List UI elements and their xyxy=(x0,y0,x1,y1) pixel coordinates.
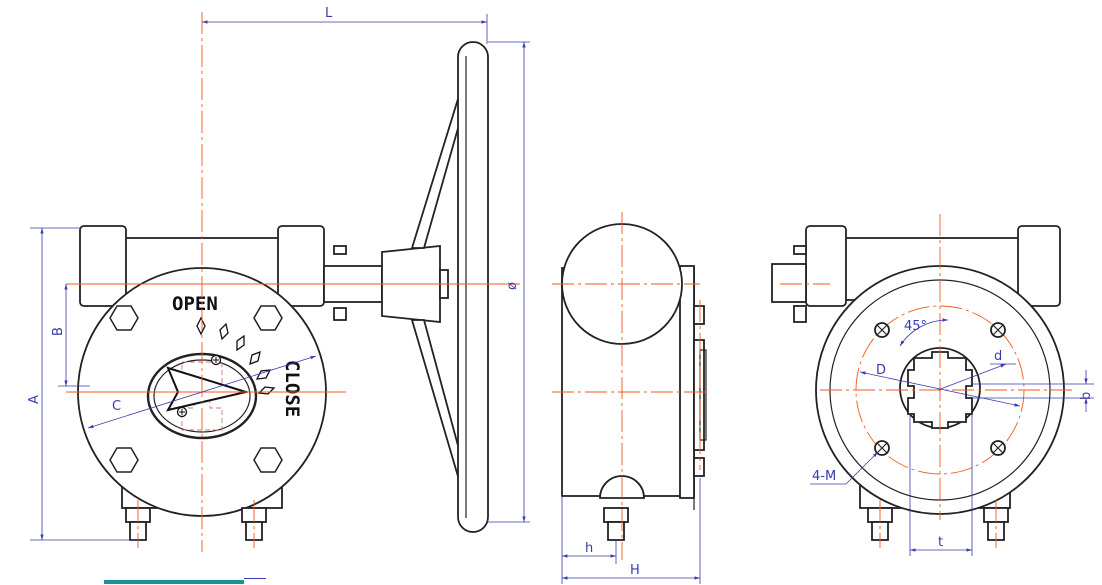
bolt-hex-bottom-right xyxy=(253,447,283,473)
dim-L: L xyxy=(202,6,488,44)
svg-text:t: t xyxy=(938,535,943,550)
open-label: OPEN xyxy=(172,293,218,315)
dim-b: b xyxy=(972,370,1094,412)
scale-bar-tick xyxy=(244,578,266,585)
svg-text:h: h xyxy=(585,541,593,556)
bolt-hex-bottom-left xyxy=(109,447,139,473)
dim-t: t xyxy=(909,414,973,556)
svg-text:C: C xyxy=(112,399,121,414)
svg-text:ø: ø xyxy=(505,282,520,290)
handwheel xyxy=(410,41,489,533)
bolt-hex-top-left xyxy=(109,305,139,331)
dim-handwheel-diameter: ø xyxy=(488,41,530,523)
svg-text:L: L xyxy=(325,6,333,21)
dim-A: A xyxy=(27,227,140,541)
scale-bar xyxy=(104,580,244,584)
dim-h: h xyxy=(561,496,617,584)
side-view: h H xyxy=(552,212,710,584)
front-view: OPEN CLOSE xyxy=(27,6,530,552)
svg-text:b: b xyxy=(1079,392,1094,400)
svg-text:45°: 45° xyxy=(904,319,927,334)
dim-H: H xyxy=(562,478,701,584)
rear-view: 45° D d b 4-M t xyxy=(771,214,1094,556)
bolt-holes xyxy=(874,322,1006,456)
svg-text:4-M: 4-M xyxy=(812,469,836,484)
dim-B: B xyxy=(51,284,90,387)
dim-d: d xyxy=(937,349,1016,391)
close-label: CLOSE xyxy=(281,360,303,417)
svg-text:H: H xyxy=(630,563,640,578)
svg-text:A: A xyxy=(27,395,42,404)
svg-text:d: d xyxy=(994,349,1002,364)
dim-45-degree: 45° xyxy=(899,318,949,347)
dim-4-M: 4-M xyxy=(810,451,879,485)
dim-C: C xyxy=(87,355,317,429)
bolt-hex-top-right xyxy=(253,305,283,331)
svg-text:D: D xyxy=(876,363,886,378)
svg-text:B: B xyxy=(51,327,66,336)
